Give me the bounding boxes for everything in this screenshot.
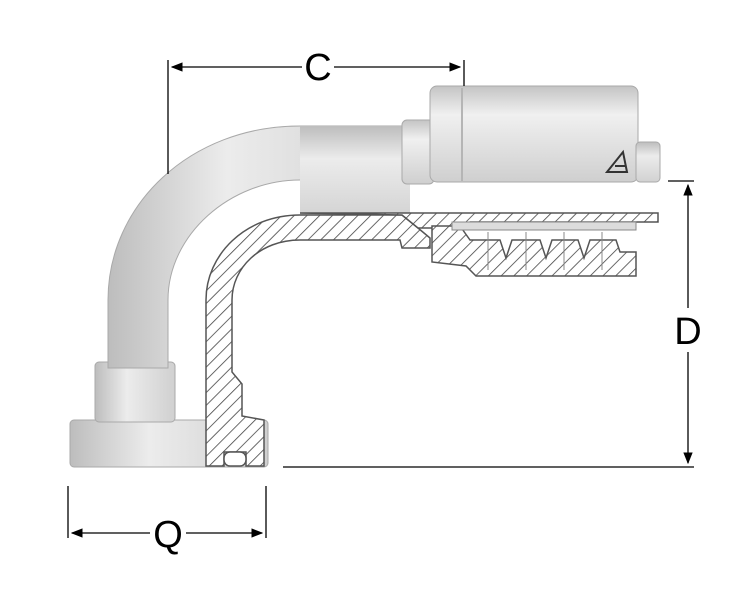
sectioned-half	[205, 212, 659, 467]
ferrule-socket	[429, 85, 639, 183]
dimension-d: D	[283, 180, 702, 468]
dimension-q-label: Q	[153, 514, 183, 556]
pipe-band	[300, 126, 410, 220]
ferrule-teeth-section	[431, 225, 637, 277]
hose-stub	[635, 141, 661, 183]
dimension-q: Q	[67, 486, 267, 556]
elbow-wall-section	[205, 214, 431, 467]
triangle-logo-icon	[604, 149, 629, 173]
nipple-collar	[401, 119, 435, 185]
dimension-c: C	[167, 47, 465, 174]
fitting-outer-body	[69, 85, 661, 468]
flange-shoulder	[94, 361, 176, 423]
dimension-d-label: D	[674, 311, 701, 353]
o-ring-groove	[223, 451, 247, 467]
dimension-c-label: C	[304, 47, 331, 89]
